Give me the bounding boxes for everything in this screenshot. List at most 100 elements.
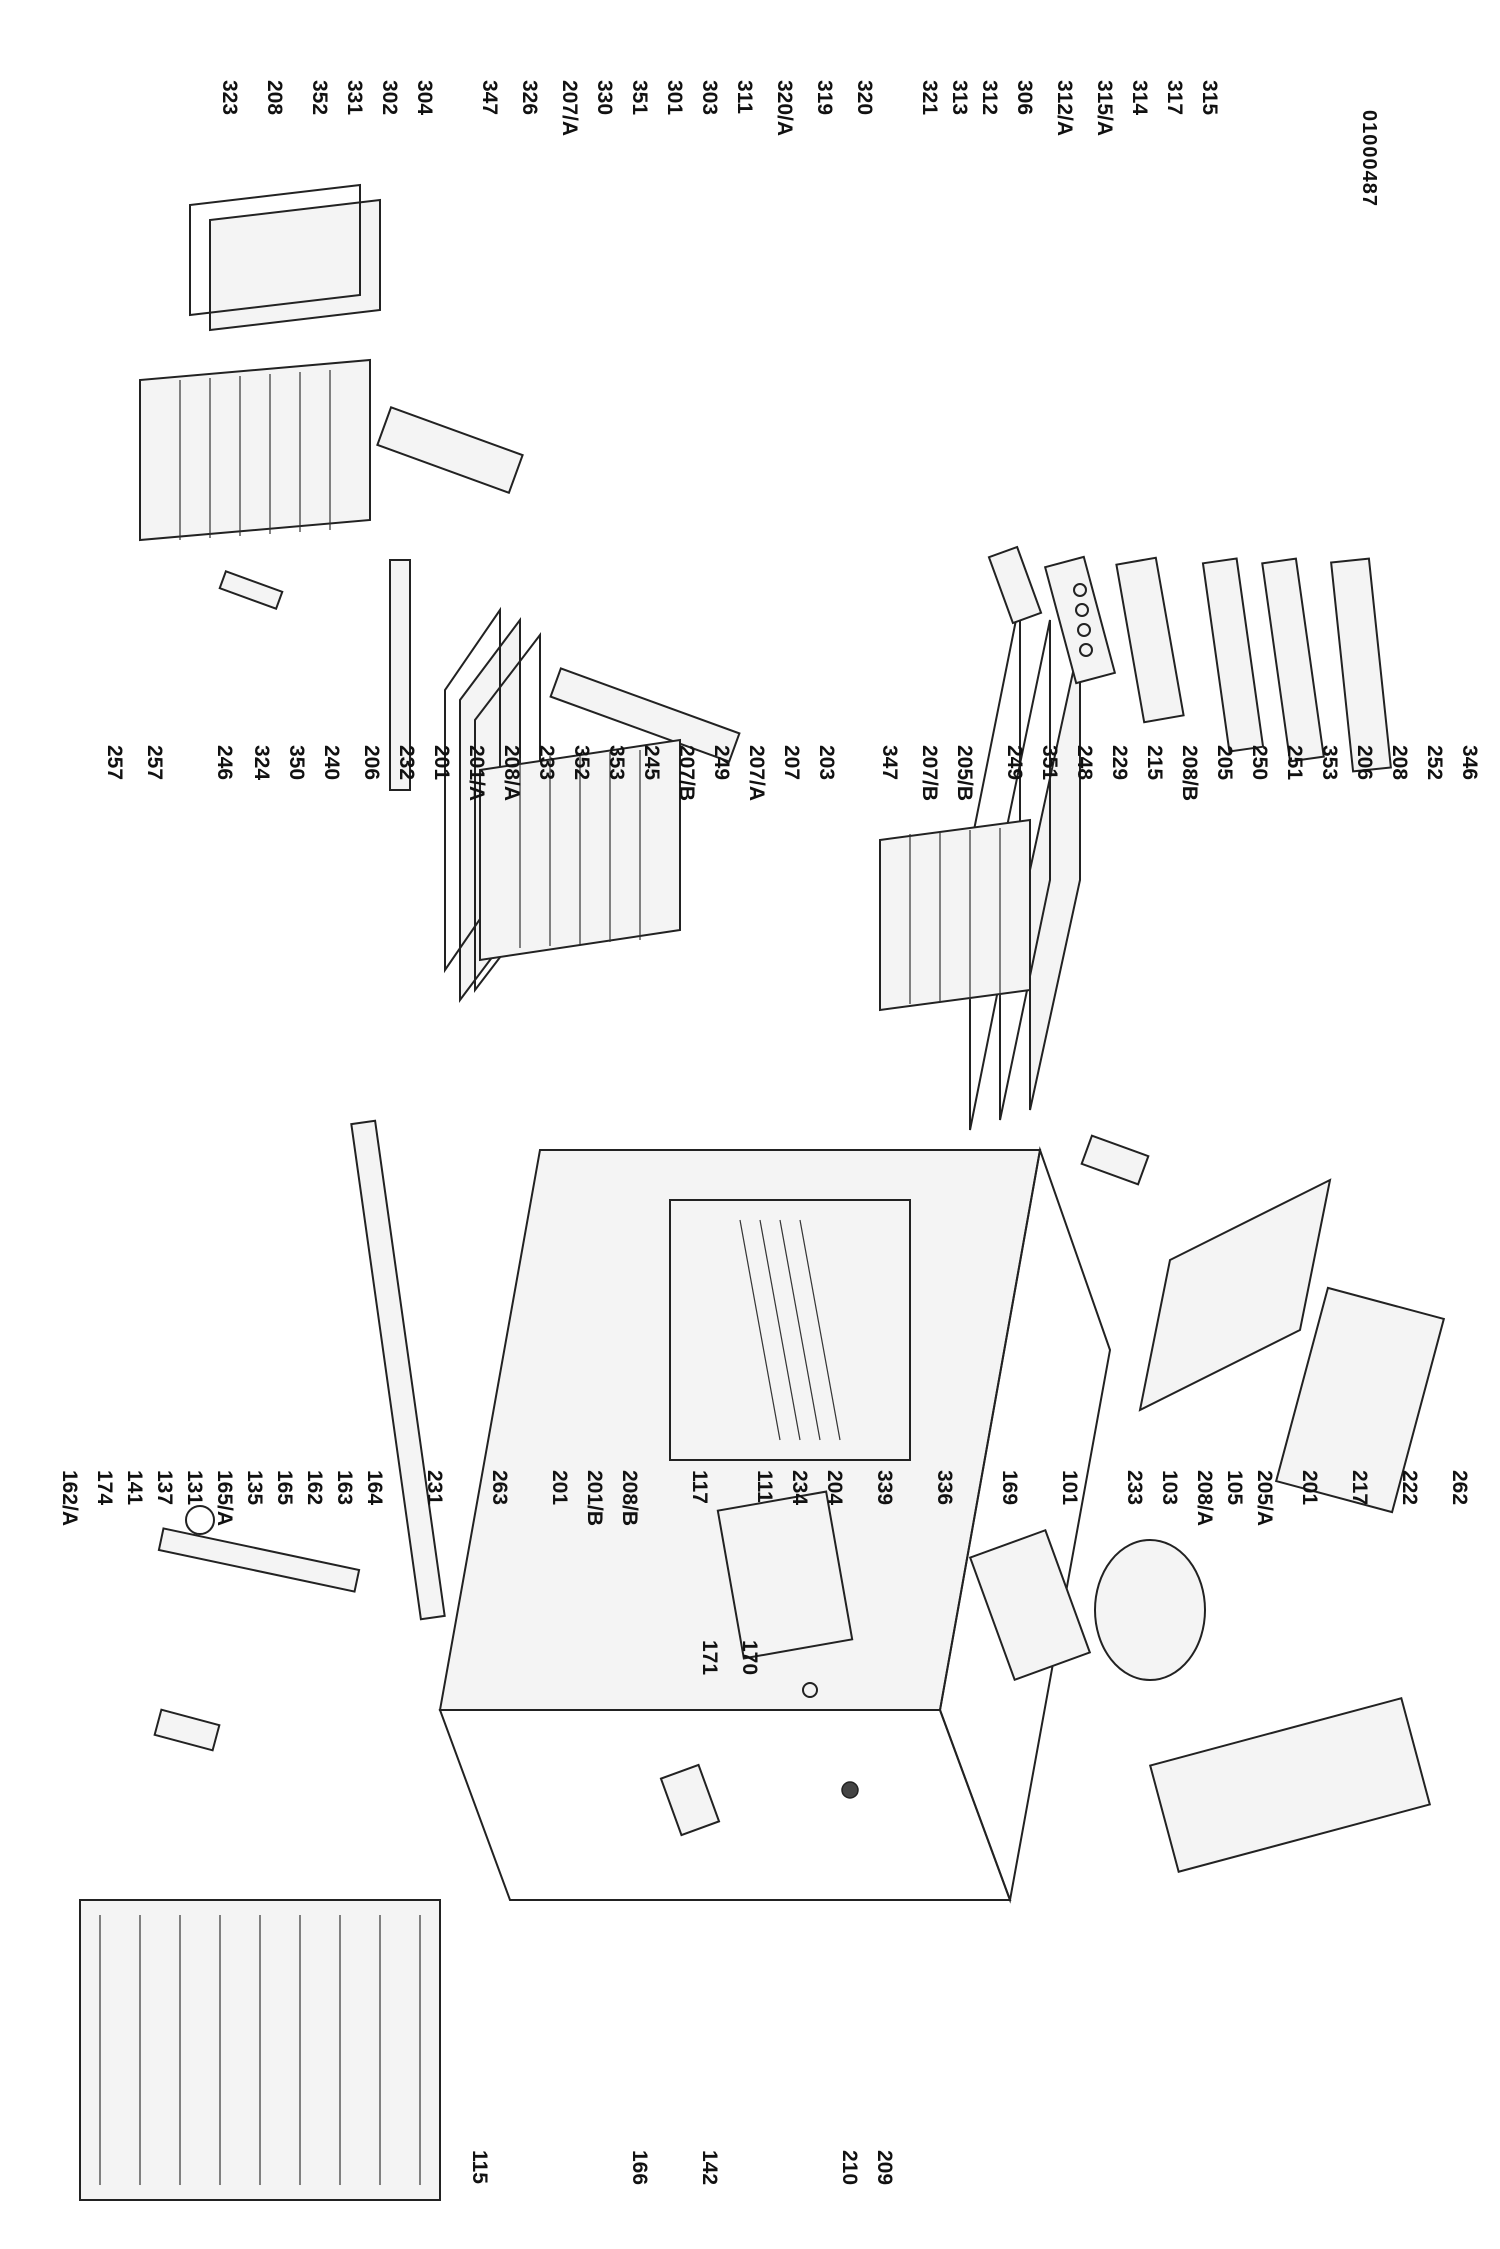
label-321: 321 [918, 80, 941, 116]
label-115: 115 [468, 2150, 491, 2184]
label-320: 320 [853, 80, 876, 116]
light-cover-162a [155, 1710, 220, 1751]
main-wire-shelf-b [880, 820, 1030, 1010]
relay-166 [661, 1765, 719, 1835]
main-door-outer [1030, 640, 1080, 1110]
label-162: 162 [303, 1470, 326, 1506]
egg-tray-319 [1045, 557, 1115, 683]
freezer-compartment [670, 1200, 910, 1460]
label-330: 330 [593, 80, 616, 116]
label-207: 207 [780, 745, 803, 781]
label-320a: 320/A [773, 80, 796, 137]
label-204: 204 [823, 1470, 846, 1506]
label-331: 331 [343, 80, 366, 116]
label-346: 346 [1458, 745, 1481, 781]
label-229: 229 [1108, 745, 1131, 781]
cabinet-side [440, 1710, 1010, 1900]
label-347-mid: 347 [878, 745, 901, 781]
door-bin-306 [1203, 559, 1263, 752]
drain-tube-262 [1082, 1136, 1149, 1185]
label-105: 105 [1223, 1470, 1246, 1506]
label-137: 137 [153, 1470, 176, 1506]
label-111: 111 [753, 1470, 776, 1503]
cover-plate-257b [190, 185, 360, 315]
control-panel-164 [159, 1528, 359, 1591]
label-205a: 205/A [1253, 1470, 1276, 1527]
label-312: 312 [978, 80, 1001, 116]
shelf-rail-350 [390, 560, 410, 790]
wire-lines-a [520, 750, 640, 948]
label-339: 339 [873, 1470, 896, 1506]
label-326: 326 [518, 80, 541, 116]
label-164: 164 [363, 1470, 386, 1506]
label-257a: 257 [103, 745, 126, 781]
freezer-wire-shelf [140, 360, 370, 540]
label-203: 203 [815, 745, 838, 781]
label-249: 249 [710, 745, 733, 781]
compressor-bracket-169 [970, 1530, 1090, 1680]
label-205b: 205/B [953, 745, 976, 802]
label-165: 165 [273, 1470, 296, 1506]
ice-cube-tray [377, 407, 522, 492]
label-257b: 257 [143, 745, 166, 781]
label-166: 166 [628, 2150, 651, 2186]
base-plate [1150, 1698, 1430, 1872]
label-324: 324 [250, 745, 273, 781]
label-208-mid: 208 [1388, 745, 1411, 781]
label-117: 117 [688, 1470, 711, 1504]
label-352: 352 [570, 745, 593, 781]
label-165a: 165/A [213, 1470, 236, 1527]
label-135: 135 [243, 1470, 266, 1506]
label-217: 217 [1348, 1470, 1371, 1506]
label-315a: 315/A [1093, 80, 1116, 137]
label-131: 131 [183, 1470, 206, 1506]
label-252: 252 [1423, 745, 1446, 781]
thermostat-knob-163 [186, 1506, 214, 1534]
label-174: 174 [93, 1470, 116, 1506]
label-323: 323 [218, 80, 241, 116]
drawing-number: 01000487 [1358, 110, 1380, 207]
label-170: 170 [738, 1640, 761, 1676]
label-232: 232 [395, 745, 418, 781]
drain-tray-111 [718, 1492, 852, 1659]
label-302: 302 [378, 80, 401, 116]
label-245: 245 [640, 745, 663, 781]
door-shelf-group [220, 547, 1391, 1130]
label-306: 306 [1013, 80, 1036, 116]
label-141: 141 [123, 1470, 146, 1506]
glass-plate-251 [1140, 1180, 1330, 1410]
label-169: 169 [998, 1470, 1021, 1506]
label-163: 163 [333, 1470, 356, 1506]
label-201-bot2: 201 [1298, 1470, 1321, 1506]
label-319: 319 [813, 80, 836, 116]
condenser-tubes [100, 1915, 420, 2185]
label-201a: 201/A [465, 745, 488, 802]
label-313: 313 [948, 80, 971, 116]
rail-bar-323 [220, 571, 283, 608]
label-208b-bot: 208/B [618, 1470, 641, 1527]
label-347: 347 [478, 80, 501, 116]
label-248: 248 [1073, 745, 1096, 781]
label-351: 351 [628, 80, 651, 116]
label-207b-mid: 207/B [918, 745, 941, 802]
crisper-drawer-252 [1276, 1288, 1444, 1512]
label-231: 231 [423, 1470, 446, 1506]
label-208b: 208/B [1178, 745, 1201, 802]
grommet-209 [803, 1683, 817, 1697]
label-101: 101 [1058, 1470, 1081, 1506]
label-352: 352 [308, 80, 331, 116]
label-201-bot: 201 [548, 1470, 571, 1506]
label-171: 171 [698, 1640, 721, 1676]
label-210: 210 [838, 2150, 861, 2186]
label-215: 215 [1143, 745, 1166, 781]
door-bin-315 [1331, 559, 1391, 772]
label-209: 209 [873, 2150, 896, 2186]
label-162a: 162/A [58, 1470, 81, 1527]
label-251: 251 [1283, 745, 1306, 781]
label-205: 205 [1213, 745, 1236, 781]
label-208: 208 [263, 80, 286, 116]
label-311: 311 [733, 80, 756, 114]
door-trim-326 [551, 668, 740, 761]
label-201: 201 [430, 745, 453, 781]
door-bin-320 [1116, 558, 1183, 723]
